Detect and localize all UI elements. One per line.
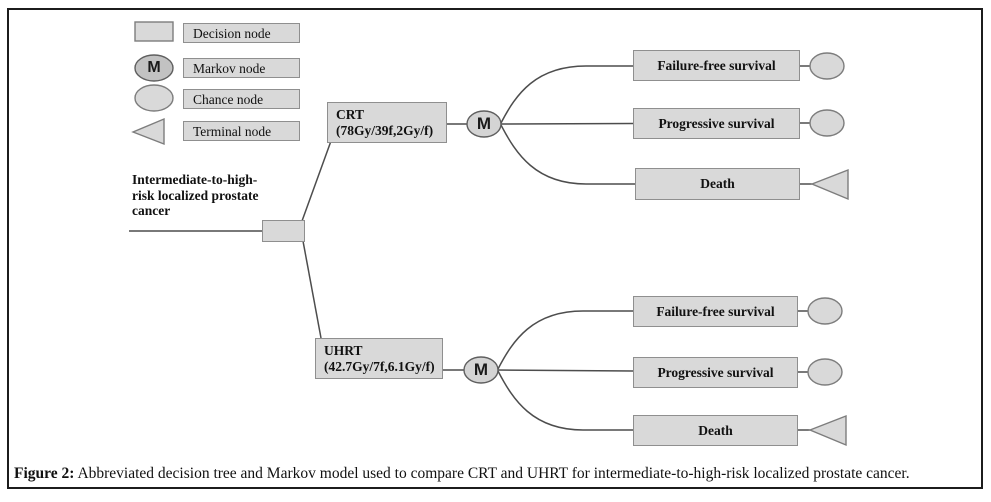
crt-outcome-death: Death <box>635 168 800 200</box>
uhrt-branch-node: UHRT (42.7Gy/7f,6.1Gy/f) <box>315 338 443 379</box>
crt-outcome-failure-free-survival: Failure-free survival <box>633 50 800 81</box>
crt-markov-node <box>466 110 502 138</box>
root-decision-node <box>262 220 305 242</box>
uhrt-markov-node <box>463 356 499 384</box>
crt-markov-m-label: M <box>476 114 492 133</box>
legend-terminal-node-symbol <box>131 117 165 146</box>
uhrt-curve-ffs <box>497 310 633 370</box>
uhrt-branch-name: UHRT <box>324 343 363 358</box>
legend-chance-node-symbol <box>134 84 174 112</box>
crt-curve-death <box>500 124 635 185</box>
legend-markov-m-label: M <box>147 59 161 76</box>
crt-branch-name: CRT <box>336 107 365 122</box>
fork-line-uhrt <box>302 240 322 339</box>
root-label: Intermediate-to-high- risk localized pro… <box>132 172 312 219</box>
crt-branch-node: CRT (78Gy/39f,2Gy/f) <box>327 102 447 143</box>
legend-label-terminal-node: Terminal node <box>183 121 300 141</box>
legend-label-markov-node: Markov node <box>183 58 300 78</box>
uhrt-outcome-progressive-survival: Progressive survival <box>633 357 798 388</box>
uhrt-ffs-chance-node <box>807 297 843 325</box>
crt-ffs-chance-node <box>809 52 845 80</box>
uhrt-curve-death <box>497 370 633 431</box>
uhrt-ps-chance-node <box>807 358 843 386</box>
root-label-line1: Intermediate-to-high- <box>132 172 258 187</box>
fork-line-crt <box>301 140 332 222</box>
crt-ps-chance-node <box>809 109 845 137</box>
legend-decision-node-symbol <box>134 21 174 42</box>
crt-death-terminal-node <box>810 168 849 201</box>
figure-caption-label: Figure 2: <box>14 465 75 482</box>
crt-branch-dose: (78Gy/39f,2Gy/f) <box>336 123 434 138</box>
uhrt-markov-m-label: M <box>473 360 489 379</box>
root-label-line3: cancer <box>132 203 171 218</box>
figure-caption-text: Abbreviated decision tree and Markov mod… <box>74 465 910 482</box>
uhrt-death-terminal-node <box>808 414 847 447</box>
uhrt-line-ps <box>496 369 634 372</box>
uhrt-branch-dose: (42.7Gy/7f,6.1Gy/f) <box>324 359 435 374</box>
crt-curve-ffs <box>500 65 633 124</box>
uhrt-outcome-death: Death <box>633 415 798 446</box>
figure-border <box>7 8 983 489</box>
legend-label-decision-node: Decision node <box>183 23 300 43</box>
uhrt-outcome-failure-free-survival: Failure-free survival <box>633 296 798 327</box>
legend-label-chance-node: Chance node <box>183 89 300 109</box>
figure-caption: Figure 2: Abbreviated decision tree and … <box>14 464 976 484</box>
crt-line-ps <box>499 122 634 125</box>
root-label-line2: risk localized prostate <box>132 187 259 203</box>
legend-markov-node-symbol <box>134 54 174 82</box>
crt-outcome-progressive-survival: Progressive survival <box>633 108 800 139</box>
